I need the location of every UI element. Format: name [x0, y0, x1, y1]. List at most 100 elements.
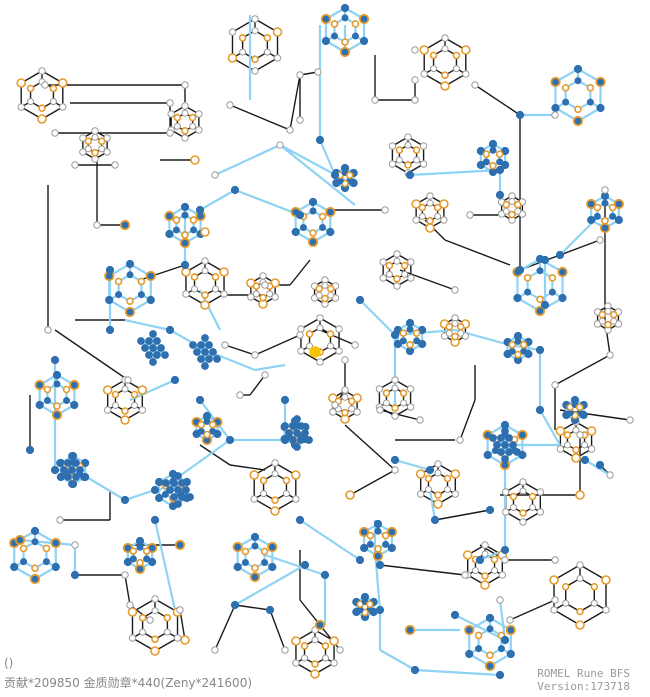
- orange-node[interactable]: [462, 550, 473, 560]
- blue-node[interactable]: [341, 14, 349, 22]
- white-node[interactable]: [51, 129, 59, 137]
- white-node[interactable]: [381, 206, 389, 214]
- blue-orange-node[interactable]: [359, 526, 370, 538]
- blue-node[interactable]: [505, 448, 513, 456]
- blue-orange-node[interactable]: [307, 236, 319, 248]
- white-node[interactable]: [406, 403, 415, 411]
- blue-orange-node[interactable]: [174, 539, 186, 551]
- blue-node[interactable]: [540, 255, 550, 265]
- blue-node[interactable]: [540, 300, 550, 310]
- blue-node[interactable]: [493, 441, 501, 449]
- white-node[interactable]: [173, 634, 182, 642]
- orange-node[interactable]: [575, 403, 584, 412]
- blue-node[interactable]: [486, 625, 494, 633]
- blue-orange-node[interactable]: [358, 13, 370, 25]
- blue-node[interactable]: [53, 380, 61, 388]
- white-node[interactable]: [163, 628, 171, 636]
- blue-node[interactable]: [155, 477, 164, 487]
- orange-node[interactable]: [97, 137, 106, 145]
- blue-node[interactable]: [295, 210, 305, 220]
- blue-orange-node[interactable]: [534, 305, 546, 317]
- white-node[interactable]: [404, 133, 412, 141]
- blue-node[interactable]: [161, 490, 169, 498]
- blue-node[interactable]: [150, 515, 160, 525]
- white-node[interactable]: [263, 48, 271, 56]
- blue-node[interactable]: [482, 158, 490, 166]
- white-node[interactable]: [151, 595, 159, 603]
- blue-node[interactable]: [601, 199, 609, 207]
- blue-node[interactable]: [595, 460, 605, 470]
- orange-node[interactable]: [138, 614, 147, 622]
- blue-node[interactable]: [351, 32, 359, 40]
- orange-node[interactable]: [251, 564, 259, 572]
- blue-node[interactable]: [289, 436, 297, 444]
- white-node[interactable]: [98, 145, 106, 153]
- orange-node[interactable]: [130, 390, 139, 399]
- blue-orange-node[interactable]: [613, 198, 624, 210]
- orange-node[interactable]: [489, 161, 497, 170]
- blue-orange-node[interactable]: [119, 219, 131, 231]
- orange-node[interactable]: [238, 34, 247, 42]
- blue-orange-node[interactable]: [572, 115, 584, 127]
- orange-node[interactable]: [57, 78, 68, 88]
- blue-node[interactable]: [515, 110, 525, 120]
- white-node[interactable]: [316, 324, 324, 332]
- orange-node[interactable]: [399, 389, 408, 397]
- orange-node[interactable]: [490, 555, 499, 564]
- white-node[interactable]: [440, 216, 448, 224]
- blue-node[interactable]: [501, 455, 509, 463]
- orange-node[interactable]: [300, 642, 309, 650]
- white-node[interactable]: [261, 371, 269, 379]
- white-node[interactable]: [211, 171, 219, 179]
- white-node[interactable]: [388, 160, 397, 168]
- orange-node[interactable]: [412, 146, 421, 154]
- white-node[interactable]: [103, 134, 111, 142]
- white-node[interactable]: [412, 216, 420, 224]
- orange-node[interactable]: [576, 607, 584, 616]
- white-node[interactable]: [406, 385, 415, 393]
- blue-node[interactable]: [587, 215, 596, 225]
- blue-orange-node[interactable]: [505, 624, 516, 636]
- white-node[interactable]: [297, 347, 305, 355]
- orange-node[interactable]: [111, 390, 120, 399]
- blue-node[interactable]: [209, 348, 217, 356]
- white-node[interactable]: [211, 646, 219, 654]
- orange-node[interactable]: [590, 582, 599, 591]
- blue-node[interactable]: [495, 190, 505, 200]
- white-node[interactable]: [315, 291, 323, 299]
- white-node[interactable]: [348, 405, 356, 413]
- white-node[interactable]: [261, 281, 269, 289]
- blue-node[interactable]: [483, 450, 492, 460]
- white-node[interactable]: [581, 441, 589, 449]
- blue-node[interactable]: [146, 295, 155, 305]
- white-node[interactable]: [391, 466, 399, 474]
- blue-node[interactable]: [465, 649, 474, 659]
- white-node[interactable]: [481, 550, 489, 558]
- white-node[interactable]: [461, 571, 469, 579]
- blue-node[interactable]: [485, 505, 495, 515]
- blue-node[interactable]: [586, 98, 594, 106]
- white-node[interactable]: [247, 293, 255, 301]
- blue-node[interactable]: [593, 212, 601, 220]
- blue-node[interactable]: [450, 610, 460, 620]
- white-node[interactable]: [126, 601, 134, 609]
- orange-node[interactable]: [151, 635, 159, 644]
- orange-node[interactable]: [102, 385, 113, 395]
- blue-node[interactable]: [495, 670, 505, 680]
- white-node[interactable]: [44, 326, 52, 334]
- blue-node[interactable]: [562, 98, 570, 106]
- orange-node[interactable]: [586, 84, 595, 92]
- blue-node[interactable]: [548, 288, 556, 296]
- blue-node[interactable]: [205, 355, 213, 363]
- white-node[interactable]: [481, 541, 489, 549]
- blue-node[interactable]: [31, 538, 39, 546]
- blue-node[interactable]: [170, 375, 180, 385]
- white-node[interactable]: [441, 34, 449, 42]
- blue-node[interactable]: [172, 226, 180, 234]
- blue-orange-node[interactable]: [599, 222, 611, 234]
- orange-node[interactable]: [563, 431, 572, 439]
- orange-node[interactable]: [315, 284, 324, 293]
- blue-node[interactable]: [178, 479, 186, 487]
- blue-node[interactable]: [331, 32, 339, 40]
- white-node[interactable]: [471, 567, 479, 574]
